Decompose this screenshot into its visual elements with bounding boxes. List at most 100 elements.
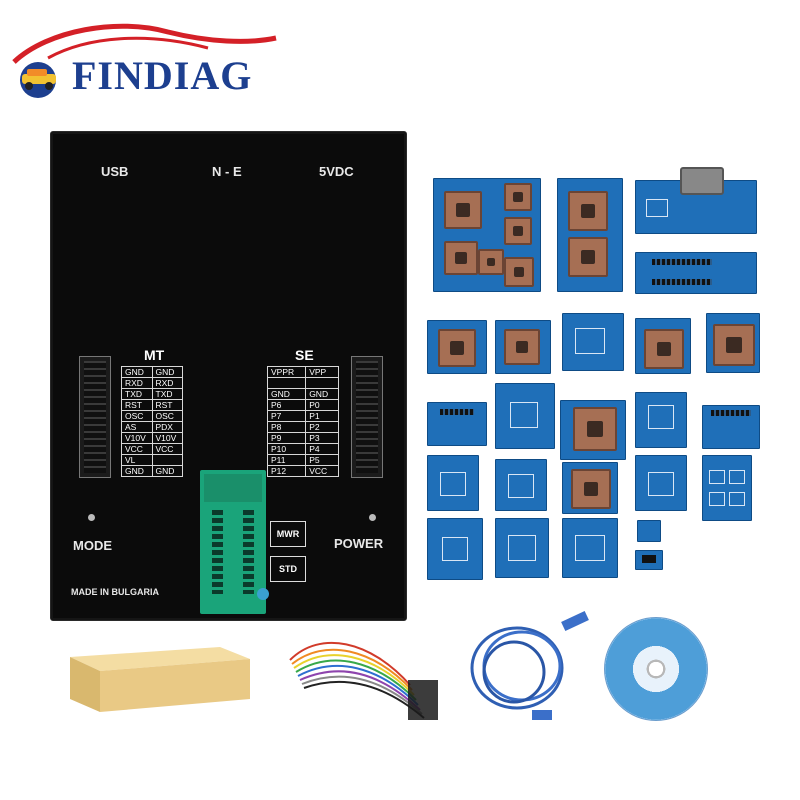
mt-pin-cell: VL [121, 454, 153, 466]
adapter-board-plcc-dual [557, 178, 623, 292]
adapter-board-soic [635, 550, 663, 570]
mt-pin-cell: TXD [151, 388, 183, 400]
adapter-board-a5 [427, 402, 487, 446]
mt-pin-cell: PDX [151, 421, 183, 433]
adapter-board-a9 [495, 383, 555, 449]
mt-pin-cell: GND [121, 465, 153, 477]
std-switch[interactable]: STD [270, 556, 306, 582]
adapter-board-a20 [427, 518, 483, 580]
mt-pin-cell: V10V [121, 432, 153, 444]
adapter-board-a21 [495, 518, 549, 578]
adapter-board-a2 [495, 320, 551, 374]
se-pin-cell: P5 [305, 454, 339, 466]
se-pin-cell: GND [266, 388, 307, 400]
mode-led [88, 514, 95, 521]
adapter-board-a4 [706, 313, 760, 373]
mt-pin-cell: AS [121, 421, 153, 433]
zif-lever[interactable] [257, 588, 269, 600]
se-pin-cell: VCC [305, 465, 339, 477]
logo-swoosh [12, 23, 277, 64]
se-pin-cell: P6 [266, 399, 307, 411]
software-cd [604, 617, 708, 721]
mt-pin-cell: TXD [121, 388, 153, 400]
adapter-board-a17 [562, 462, 618, 514]
5vdc-label: 5VDC [319, 164, 354, 179]
se-pin-cell: VPPR [266, 366, 307, 378]
se-pin-header [351, 356, 383, 478]
adapter-board-a12 [635, 392, 687, 448]
mwr-switch[interactable]: MWR [270, 521, 306, 547]
adapter-board-a16 [495, 459, 547, 511]
adapter-board-a15 [427, 455, 479, 511]
adapter-board-a3 [635, 318, 691, 374]
se-pin-cell: P12 [266, 465, 307, 477]
mt-pin-cell: RST [151, 399, 183, 411]
se-pin-cell: P4 [305, 443, 339, 455]
se-pin-cell: GND [305, 388, 339, 400]
se-pin-cell: P10 [266, 443, 307, 455]
adapter-board-a7 [562, 313, 624, 371]
adapter-board-msp430 [635, 252, 757, 294]
se-pin-cell: P2 [305, 421, 339, 433]
mt-pin-cell [151, 454, 183, 466]
mt-pin-cell: GND [151, 465, 183, 477]
mt-pin-cell: VCC [151, 443, 183, 455]
mt-pin-cell: V10V [151, 432, 183, 444]
mt-pin-row: VL [121, 454, 183, 466]
se-header: SE [295, 347, 314, 363]
mt-pin-cell: RST [121, 399, 153, 411]
se-pin-cell: P7 [266, 410, 307, 422]
brand-logo: FINDIAG [72, 53, 253, 98]
car-icon [20, 62, 56, 98]
adapter-board-a1 [427, 320, 487, 374]
adapter-board-a19 [702, 455, 752, 521]
se-pin-cell: P0 [305, 399, 339, 411]
mt-pin-cell: GND [121, 366, 153, 378]
usb-cable [470, 610, 589, 720]
mt-pin-header [79, 356, 111, 478]
se-pin-cell [305, 377, 339, 389]
se-pin-cell: P9 [266, 432, 307, 444]
se-pin-cell: P3 [305, 432, 339, 444]
adapter-board-a10 [560, 400, 626, 460]
adapter-board-a18 [635, 455, 687, 511]
se-pin-cell: VPP [305, 366, 339, 378]
power-label: POWER [334, 536, 384, 551]
mode-label: MODE [73, 538, 112, 553]
storage-box [70, 647, 250, 712]
se-pin-row [266, 377, 339, 389]
adapter-board-plcc-multi [433, 178, 541, 292]
adapter-board-a13 [702, 405, 760, 449]
adapter-board-small [637, 520, 661, 542]
jumper-wires [289, 641, 438, 720]
se-pin-cell: P11 [266, 454, 307, 466]
se-pin-cell [266, 377, 307, 389]
mt-header: MT [144, 347, 165, 363]
zif-socket[interactable] [200, 470, 266, 614]
mt-pin-cell: GND [151, 366, 183, 378]
made-in-label: MADE IN BULGARIA [71, 587, 159, 597]
se-pin-cell: P1 [305, 410, 339, 422]
mt-pin-cell: OSC [121, 410, 153, 422]
mt-pin-cell: VCC [121, 443, 153, 455]
